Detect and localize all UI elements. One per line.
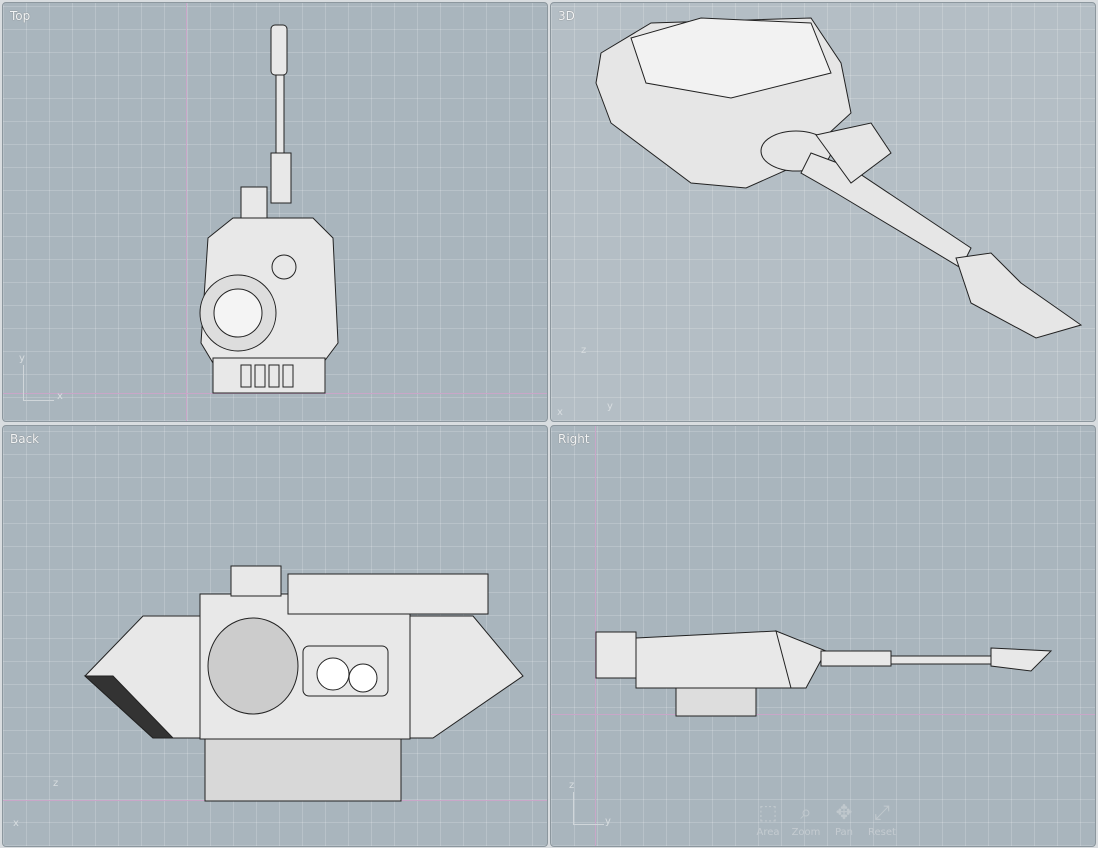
area-button[interactable]: ⬚ Area bbox=[752, 797, 784, 838]
nav-label: Reset bbox=[868, 827, 896, 838]
pan-arrows-icon: ✥ bbox=[835, 800, 853, 824]
viewport-right[interactable]: Right z y bbox=[550, 425, 1096, 847]
axis-triad: z x bbox=[13, 778, 59, 829]
viewport-3d[interactable]: 3D z x y bbox=[550, 2, 1096, 422]
axis-label: z bbox=[581, 345, 587, 356]
pan-button[interactable]: ✥ Pan bbox=[828, 797, 860, 838]
turret-back-model[interactable] bbox=[3, 426, 547, 846]
axis-label: z bbox=[53, 778, 59, 789]
viewport-title: Right bbox=[558, 432, 590, 446]
axis-label: y bbox=[607, 401, 613, 412]
y-axis-line bbox=[186, 3, 187, 421]
navigation-toolbar: ⬚ Area ⌕ Zoom ✥ Pan ⤢ Reset bbox=[752, 797, 898, 838]
nav-label: Area bbox=[756, 827, 780, 838]
axis-label: y bbox=[605, 816, 611, 827]
axis-label: y bbox=[19, 353, 25, 364]
magnifier-icon: ⌕ bbox=[800, 800, 812, 824]
nav-label: Zoom bbox=[791, 827, 821, 838]
axis-triad: z y bbox=[569, 780, 611, 827]
axis-label: x bbox=[557, 407, 563, 418]
reset-button[interactable]: ⤢ Reset bbox=[866, 797, 898, 838]
viewport-title: 3D bbox=[558, 9, 575, 23]
turret-3d-model[interactable] bbox=[551, 3, 1095, 421]
turret-top-model[interactable] bbox=[3, 3, 547, 421]
viewport-title: Top bbox=[10, 9, 31, 23]
viewport-back[interactable]: Back z x bbox=[2, 425, 548, 847]
viewport-top[interactable]: Top y x bbox=[2, 2, 548, 422]
axis-triad: z x y bbox=[557, 345, 613, 418]
viewport-title: Back bbox=[10, 432, 40, 446]
y-axis-line bbox=[551, 714, 1095, 715]
nav-label: Pan bbox=[834, 827, 854, 838]
axis-label: x bbox=[13, 818, 19, 829]
reset-expand-icon: ⤢ bbox=[874, 800, 890, 824]
turret-right-model[interactable] bbox=[551, 426, 1095, 846]
axis-triad: y x bbox=[19, 353, 63, 402]
axis-label: x bbox=[57, 391, 63, 402]
zoom-button[interactable]: ⌕ Zoom bbox=[790, 797, 822, 838]
axis-label: z bbox=[569, 780, 575, 791]
area-zoom-icon: ⬚ bbox=[758, 800, 778, 824]
